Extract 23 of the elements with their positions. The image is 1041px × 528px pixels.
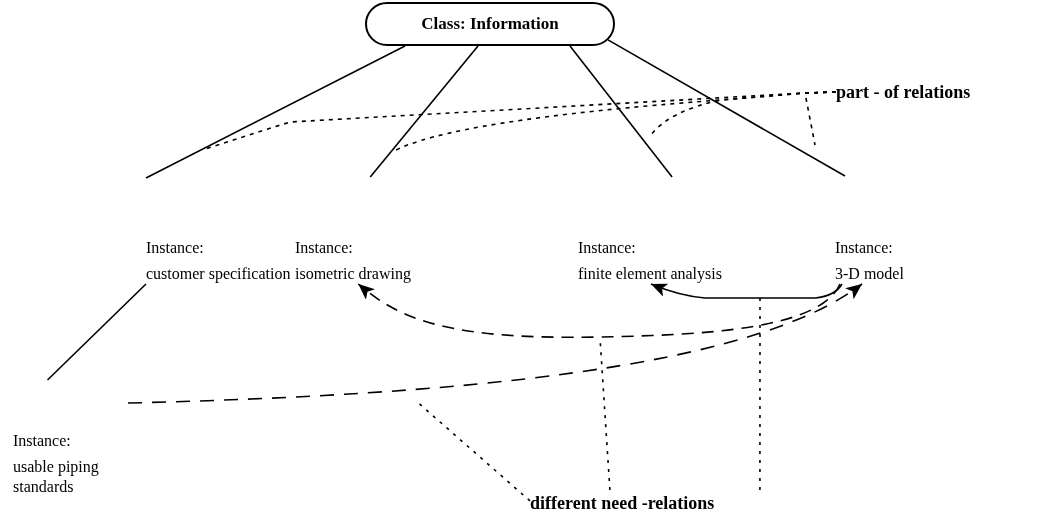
leader-line xyxy=(804,91,837,146)
arrow xyxy=(650,283,843,299)
connector-line xyxy=(569,45,673,178)
instance-name: finite element analysis xyxy=(578,264,723,284)
instance-heading: Instance: xyxy=(835,238,894,258)
connector-line xyxy=(369,45,479,178)
arrow xyxy=(127,283,863,404)
connector-line xyxy=(46,283,147,381)
class-node: Class: Information xyxy=(365,2,615,46)
connector-line xyxy=(145,45,406,179)
leader-line xyxy=(759,297,761,491)
instance-heading: Instance: xyxy=(13,431,72,451)
instance-heading: Instance: xyxy=(146,238,205,258)
instance-heading: Instance: xyxy=(295,238,354,258)
instance-name: 3-D model xyxy=(835,264,905,284)
instance-name: customer specification xyxy=(146,264,292,284)
instance-name: isometric drawing xyxy=(295,264,412,284)
relation-label: part - of relations xyxy=(836,80,971,104)
instance-name: usable piping standards xyxy=(13,457,100,497)
connector-line xyxy=(607,39,846,177)
arrow xyxy=(357,283,841,339)
instance-heading: Instance: xyxy=(578,238,637,258)
relation-label: different need -relations xyxy=(530,491,715,515)
